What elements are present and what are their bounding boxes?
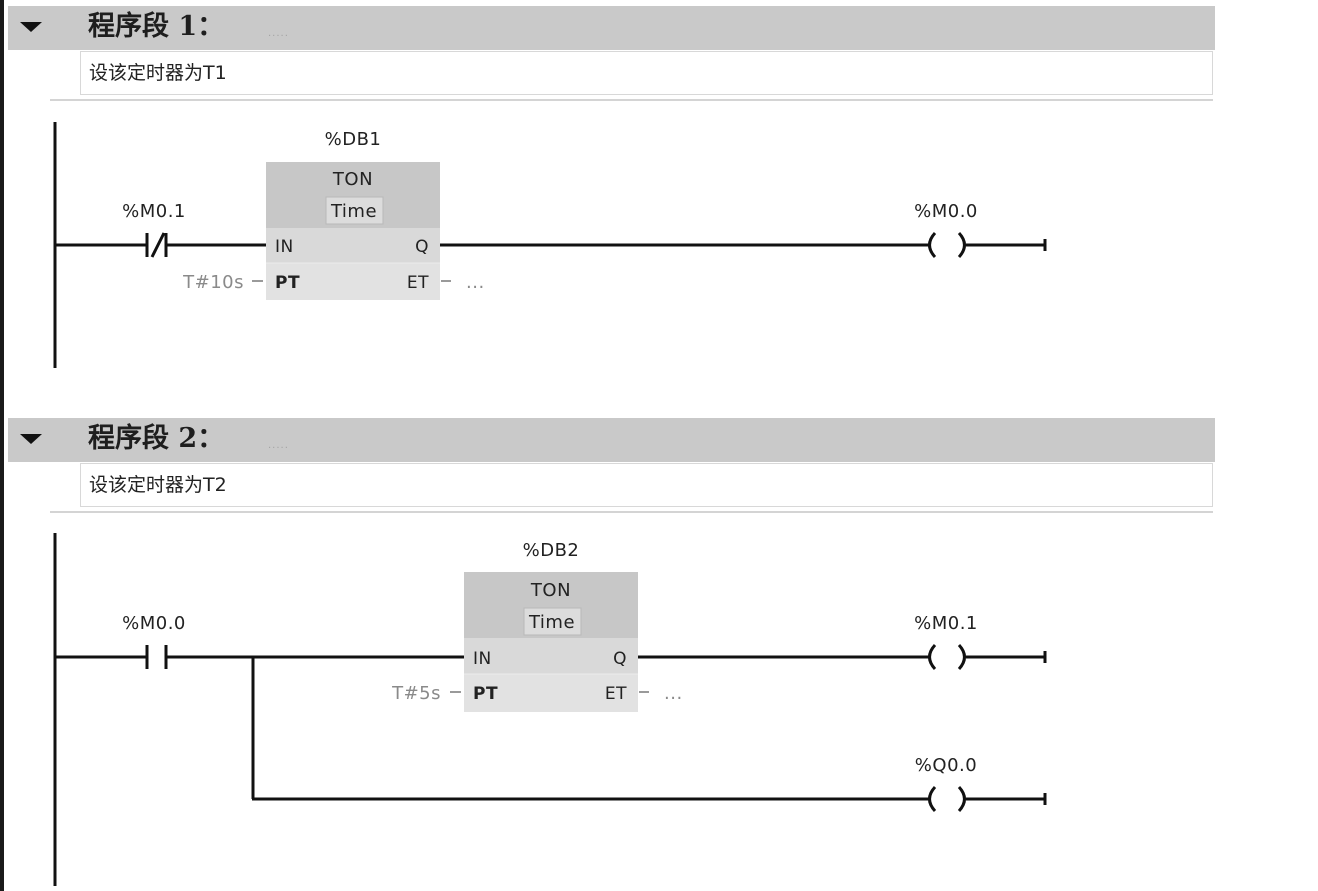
normally-open-contact-icon[interactable] xyxy=(145,645,168,669)
ton-timer-block[interactable]: TON Time IN Q PT ET xyxy=(266,162,440,300)
block-row-pt-et xyxy=(464,674,638,712)
coil-left-paren xyxy=(928,643,937,671)
coil-operand[interactable]: %Q0.0 xyxy=(915,755,977,776)
block-type: TON xyxy=(332,169,373,190)
editor-left-border xyxy=(0,0,4,891)
et-parameter[interactable]: ... xyxy=(466,272,485,293)
network-2-comment-box[interactable]: 设该定时器为T2 xyxy=(80,463,1213,507)
coil-left-paren xyxy=(928,231,937,259)
data-type-box[interactable] xyxy=(325,196,384,225)
pin-in: IN xyxy=(473,649,492,669)
et-parameter[interactable]: ... xyxy=(664,683,683,704)
network-2-ladder: %M0.0 TON Time IN Q PT ET %DB2 T#5s ... … xyxy=(53,533,1047,886)
coil-icon[interactable] xyxy=(928,785,966,813)
contact-slash xyxy=(150,232,166,258)
block-row-pt-et xyxy=(266,263,440,300)
pin-pt: PT xyxy=(473,684,498,704)
pin-et: ET xyxy=(407,273,429,293)
coil-right-paren xyxy=(957,231,966,259)
data-type-box[interactable] xyxy=(523,607,582,636)
pin-et: ET xyxy=(605,684,627,704)
network-1-comment: 设该定时器为T1 xyxy=(89,62,227,84)
pin-q: Q xyxy=(415,237,429,257)
block-data-type: Time xyxy=(330,201,377,222)
network-1-separator xyxy=(50,99,1213,101)
coil-icon[interactable] xyxy=(928,643,966,671)
block-data-type: Time xyxy=(528,612,575,633)
pin-in: IN xyxy=(275,237,294,257)
normally-closed-contact-icon[interactable] xyxy=(145,232,168,258)
network-2-comment: 设该定时器为T2 xyxy=(89,474,227,496)
pt-parameter[interactable]: T#10s xyxy=(182,272,244,293)
pin-q: Q xyxy=(613,649,627,669)
coil-icon[interactable] xyxy=(928,231,966,259)
network-1-comment-box[interactable]: 设该定时器为T1 xyxy=(80,51,1213,95)
coil-operand[interactable]: %M0.1 xyxy=(914,613,978,634)
network-1-title-placeholder[interactable]: ..... xyxy=(268,28,289,39)
coil-operand[interactable]: %M0.0 xyxy=(914,201,978,222)
network-1-title[interactable]: 程序段 1： xyxy=(88,11,225,42)
coil-left-paren xyxy=(928,785,937,813)
block-row-in-q xyxy=(266,228,440,263)
pin-pt: PT xyxy=(275,273,300,293)
block-type: TON xyxy=(530,580,571,601)
block-instance-db[interactable]: %DB2 xyxy=(523,540,580,561)
block-instance-db[interactable]: %DB1 xyxy=(325,129,382,150)
contact-operand[interactable]: %M0.0 xyxy=(122,613,186,634)
pt-parameter[interactable]: T#5s xyxy=(391,683,441,704)
triangle-down-icon[interactable] xyxy=(20,434,42,444)
network-2-separator xyxy=(50,511,1213,513)
triangle-down-icon[interactable] xyxy=(20,22,42,32)
coil-right-paren xyxy=(957,785,966,813)
network-2-header[interactable]: 程序段 2： ..... xyxy=(8,418,1215,462)
block-row-in-q xyxy=(464,638,638,674)
ton-timer-block[interactable]: TON Time IN Q PT ET xyxy=(464,572,638,712)
network-1-ladder: %M0.1 TON Time IN Q PT ET %DB1 T#10s ...… xyxy=(53,122,1047,368)
network-2-title-placeholder[interactable]: ..... xyxy=(268,440,289,451)
coil-right-paren xyxy=(957,643,966,671)
network-2-title[interactable]: 程序段 2： xyxy=(88,423,225,454)
network-1-header[interactable]: 程序段 1： ..... xyxy=(8,6,1215,50)
contact-operand[interactable]: %M0.1 xyxy=(122,201,186,222)
